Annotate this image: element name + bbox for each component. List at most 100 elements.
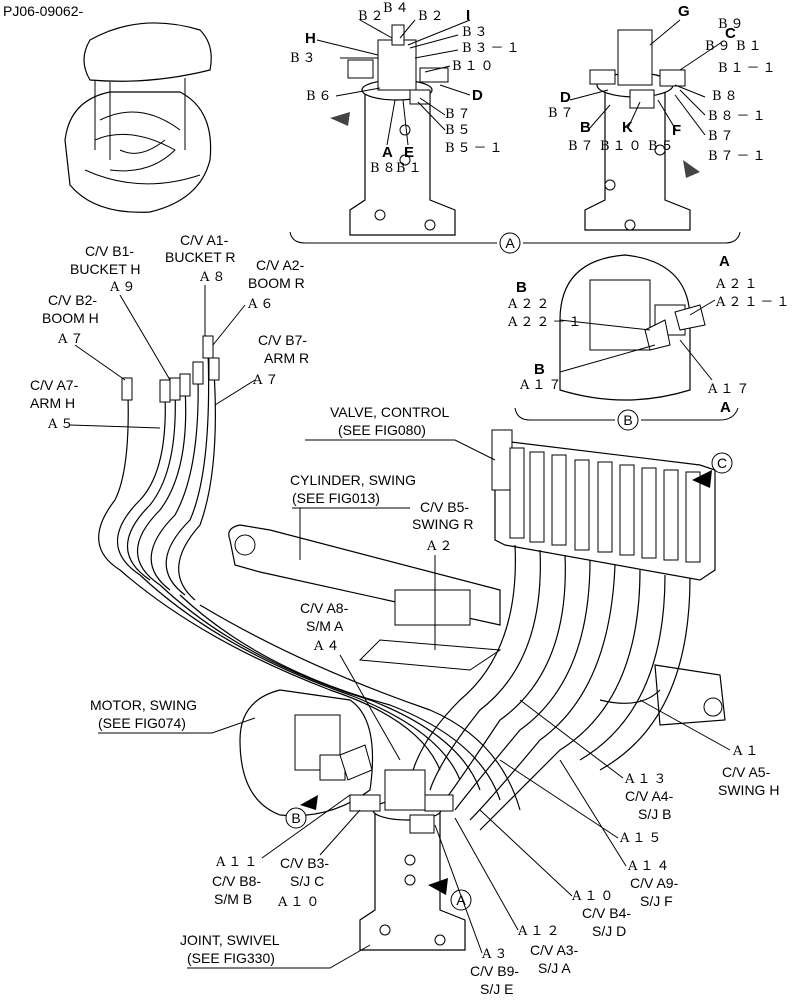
code-b2-left: B２ [358, 9, 387, 24]
a9-l1: C/V A9- [630, 875, 679, 891]
vb-code-a22-1: A２２－１ [507, 315, 584, 330]
swing-motor [239, 689, 374, 817]
view-b-marker: B [623, 412, 632, 428]
motor-l1: MOTOR, SWING [90, 697, 197, 713]
vb-code-a17-a: A１７ [707, 382, 752, 397]
hose-label-a1: C/V A1- BUCKET R A８ [165, 232, 236, 285]
hose-label-a9: A１４ C/V A9- S/J F [627, 859, 679, 909]
b3-l2: S/J C [290, 873, 324, 889]
a3-l2: S/J A [538, 960, 571, 976]
valve-l2: (SEE FIG080) [338, 422, 426, 438]
vb-code-a21-1: A２１－１ [715, 295, 792, 310]
a5-l1: C/V A5- [722, 764, 771, 780]
b3-l1: C/V B3- [280, 855, 329, 871]
code-b2-right: B２ [418, 9, 447, 24]
b5-l2: SWING R [412, 516, 473, 532]
code-b8-right: B８ [712, 89, 741, 104]
hose-label-a5: A１ C/V A5- SWING H [718, 744, 779, 798]
code-b5-left: B５ [445, 123, 474, 138]
a7-l2: ARM H [30, 395, 75, 411]
main-hoses [119, 544, 691, 831]
b3-code: A１０ [277, 895, 322, 910]
code-b10-right: B１０ [600, 139, 645, 154]
b2-l1: C/V B2- [48, 292, 97, 308]
a7-l1: C/V A7- [30, 377, 79, 393]
code-b1-left: B１ [396, 161, 425, 176]
hose-label-b7: C/V B7- ARM R A７ [252, 332, 309, 388]
vb-port-b-bot: B [534, 361, 545, 378]
code-b5-right: B５ [648, 139, 677, 154]
control-valve [491, 429, 716, 581]
code-b6: B６ [306, 89, 335, 104]
code-b7-r1: B７ [548, 106, 577, 121]
hose-label-b2: C/V B2- BOOM H A７ [42, 292, 99, 347]
b7-code: A７ [252, 373, 281, 388]
a4-l1: C/V A4- [625, 788, 674, 804]
hose-label-b5: C/V B5- SWING R A２ [412, 499, 473, 554]
b5-code: A２ [426, 539, 455, 554]
a5-l2: SWING H [718, 782, 779, 798]
b2-code: A７ [57, 332, 86, 347]
b8-code: A１１ [215, 855, 260, 870]
b8-l1: C/V B8- [212, 873, 261, 889]
view-a-right-joint [584, 29, 700, 231]
code-b3-left: B３ [290, 51, 319, 66]
port-e: E [404, 144, 414, 161]
a4-l2: S/J B [638, 806, 671, 822]
code-b9-b: B９ [705, 39, 734, 54]
hose-label-a2: C/V A2- BOOM R A６ [247, 257, 305, 312]
b7-l1: C/V B7- [258, 332, 307, 348]
b1-l2: BUCKET H [70, 261, 141, 277]
view-c-marker: C [717, 455, 727, 471]
machine-thumbnail [64, 22, 212, 213]
code-b3-top: B３ [462, 25, 491, 40]
a8-l1: C/V A8- [300, 600, 349, 616]
port-c: C [725, 25, 736, 42]
code-b7-r3: B７ [568, 139, 597, 154]
a1-l1: C/V A1- [180, 232, 229, 248]
swivel-joint [349, 769, 466, 951]
a2-code: A６ [247, 297, 276, 312]
hose-label-b9: A３ C/V B9- S/J E [470, 947, 519, 997]
code-b9-a: B９ [718, 17, 747, 32]
port-h: H [305, 30, 316, 47]
port-b-right: B [580, 119, 591, 136]
hose-label-a8: C/V A8- S/M A A４ [300, 600, 349, 654]
cylinder-l1: CYLINDER, SWING [290, 472, 416, 488]
a2-l1: C/V A2- [256, 257, 305, 273]
a4-code: A１３ [624, 772, 669, 787]
a3-l1: C/V A3- [530, 942, 579, 958]
b1-code: A９ [109, 280, 138, 295]
view-a-marker-2: A [456, 892, 466, 908]
a9-l2: S/J F [640, 893, 673, 909]
code-b7-r2: B７ [708, 129, 737, 144]
hose-label-b8: A１１ C/V B8- S/M B [212, 855, 261, 907]
view-b-marker-2: B [291, 810, 300, 826]
joint-l2: (SEE FIG330) [187, 950, 275, 966]
code-b10-left: B１０ [452, 59, 497, 74]
a8-code: A４ [313, 639, 342, 654]
b2-l2: BOOM H [42, 310, 99, 326]
vb-port-b-top: B [516, 279, 527, 296]
vb-code-a17-b: A１７ [519, 378, 564, 393]
a5-code: A１ [732, 744, 761, 759]
joint-l1: JOINT, SWIVEL [180, 932, 280, 948]
b9-l2: S/J E [480, 981, 513, 997]
hose-label-a4: A１３ C/V A4- S/J B [624, 772, 674, 822]
a1-code: A８ [199, 270, 228, 285]
port-a-left: A [382, 144, 393, 161]
motor-l2: (SEE FIG074) [98, 715, 186, 731]
cylinder-l2: (SEE FIG013) [292, 490, 380, 506]
code-b8-1: B８－１ [708, 109, 769, 124]
doc-id: PJ06-09062- [3, 3, 84, 19]
port-d-right: D [560, 89, 571, 106]
vb-code-a21: A２１ [715, 277, 760, 292]
b7-l2: ARM R [264, 350, 309, 366]
port-g: G [678, 3, 690, 20]
hose-label-a7: C/V A7- ARM H A５ [30, 377, 79, 432]
view-a-marker: A [505, 235, 515, 251]
port-i: I [466, 7, 470, 24]
port-d-left: D [472, 87, 483, 104]
vb-code-a22: A２２ [507, 297, 552, 312]
